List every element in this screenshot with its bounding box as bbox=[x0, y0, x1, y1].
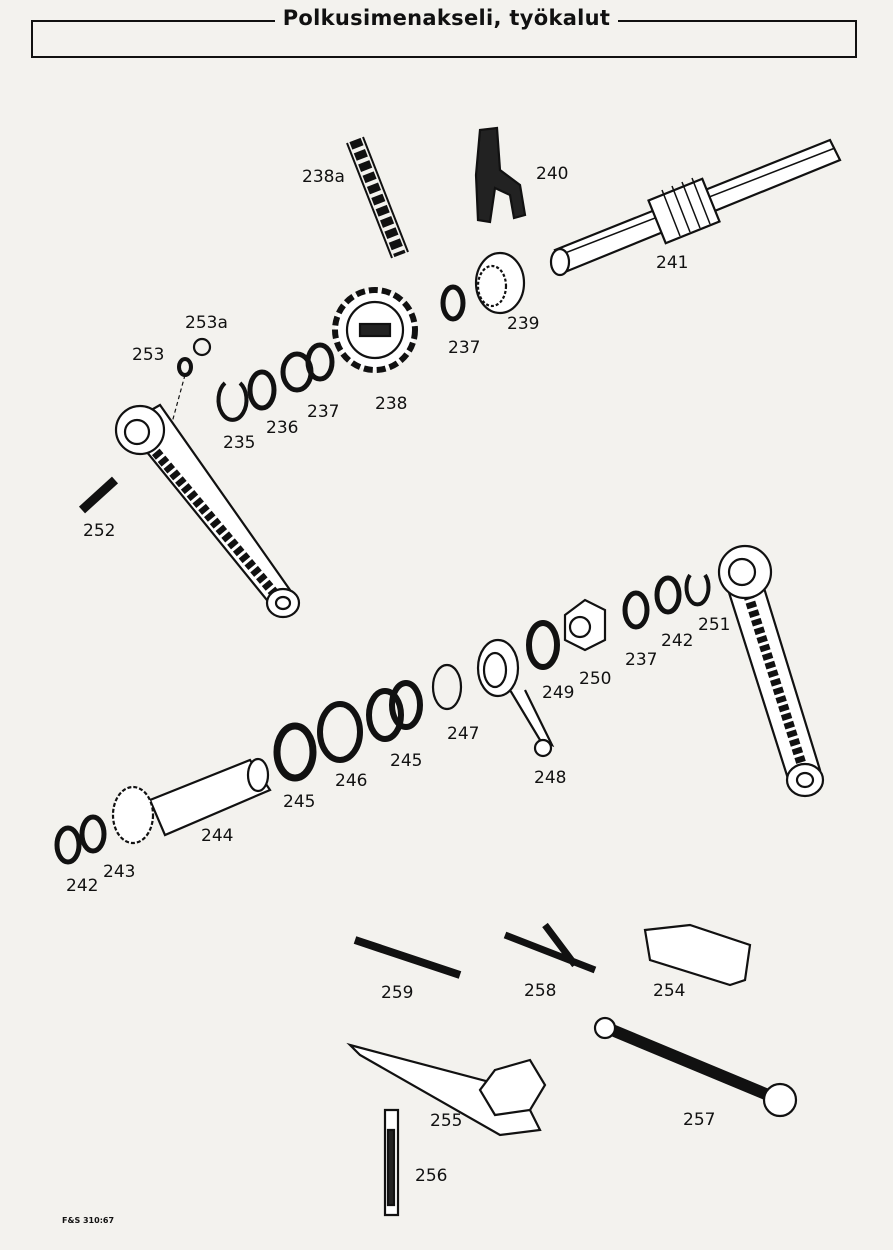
label-237-c: 237 bbox=[625, 650, 658, 670]
fork-illustration bbox=[474, 126, 527, 224]
label-240: 240 bbox=[536, 164, 569, 184]
label-256: 256 bbox=[415, 1166, 448, 1186]
bearing-cup-245a bbox=[366, 688, 404, 742]
nut-253a bbox=[192, 337, 212, 357]
wrench-257-illustration bbox=[593, 1016, 798, 1118]
axle-top-illustration bbox=[549, 138, 842, 277]
ring-249 bbox=[526, 620, 560, 670]
label-254: 254 bbox=[653, 981, 686, 1001]
label-237-b: 237 bbox=[307, 402, 340, 422]
cotter-pin-illustration bbox=[78, 476, 119, 514]
label-241: 241 bbox=[656, 253, 689, 273]
label-253: 253 bbox=[132, 345, 165, 365]
axle-lower-illustration bbox=[111, 757, 272, 845]
label-239: 239 bbox=[507, 314, 540, 334]
label-255: 255 bbox=[430, 1111, 463, 1131]
label-245-b: 245 bbox=[283, 792, 316, 812]
label-235: 235 bbox=[223, 433, 256, 453]
washer-237-top bbox=[440, 284, 466, 322]
sprocket-illustration bbox=[332, 287, 418, 373]
label-247: 247 bbox=[447, 724, 480, 744]
sleeve-246 bbox=[317, 701, 363, 763]
brake-arm-illustration bbox=[476, 638, 555, 758]
circlip-235 bbox=[216, 381, 249, 422]
page-title: Polkusimenakseli, työkalut bbox=[0, 6, 893, 30]
wrench-258-illustration bbox=[503, 922, 597, 974]
label-246: 246 bbox=[335, 771, 368, 791]
label-253a: 253a bbox=[185, 313, 228, 333]
label-242-a: 242 bbox=[661, 631, 694, 651]
label-250: 250 bbox=[579, 669, 612, 689]
multi-tool-255-illustration bbox=[346, 1042, 547, 1137]
washer-237-right bbox=[622, 590, 650, 630]
ring-236 bbox=[247, 369, 277, 411]
socket-254-illustration bbox=[643, 923, 752, 987]
label-259: 259 bbox=[381, 983, 414, 1003]
label-244: 244 bbox=[201, 826, 234, 846]
washer-242-lower bbox=[54, 825, 82, 865]
label-257: 257 bbox=[683, 1110, 716, 1130]
ring-237b bbox=[305, 342, 335, 382]
label-258: 258 bbox=[524, 981, 557, 1001]
nut-250-illustration bbox=[563, 598, 607, 652]
label-245-a: 245 bbox=[390, 751, 423, 771]
label-251: 251 bbox=[698, 615, 731, 635]
label-243: 243 bbox=[103, 862, 136, 882]
label-236: 236 bbox=[266, 418, 299, 438]
label-242-b: 242 bbox=[66, 876, 99, 896]
wrench-259-illustration bbox=[353, 936, 462, 979]
bearing-cup-245b bbox=[273, 722, 317, 782]
washer-243 bbox=[79, 814, 107, 854]
page-footer: F&S 310:67 bbox=[62, 1216, 115, 1225]
label-237-a: 237 bbox=[448, 338, 481, 358]
washer-253 bbox=[177, 357, 193, 377]
label-238: 238 bbox=[375, 394, 408, 414]
clutch-cone-illustration bbox=[474, 251, 526, 315]
screwdriver-256-illustration bbox=[383, 1108, 400, 1217]
chain-illustration bbox=[346, 136, 409, 259]
page-title-text: Polkusimenakseli, työkalut bbox=[274, 6, 619, 30]
label-238a: 238a bbox=[302, 167, 345, 187]
crank-arm-lower-illustration bbox=[717, 544, 825, 798]
crank-arm-upper-illustration bbox=[114, 403, 301, 619]
ring-247 bbox=[431, 663, 463, 711]
label-252: 252 bbox=[83, 521, 116, 541]
circlip-251 bbox=[684, 573, 711, 607]
washer-242-right bbox=[654, 575, 682, 615]
label-249: 249 bbox=[542, 683, 575, 703]
label-248: 248 bbox=[534, 768, 567, 788]
